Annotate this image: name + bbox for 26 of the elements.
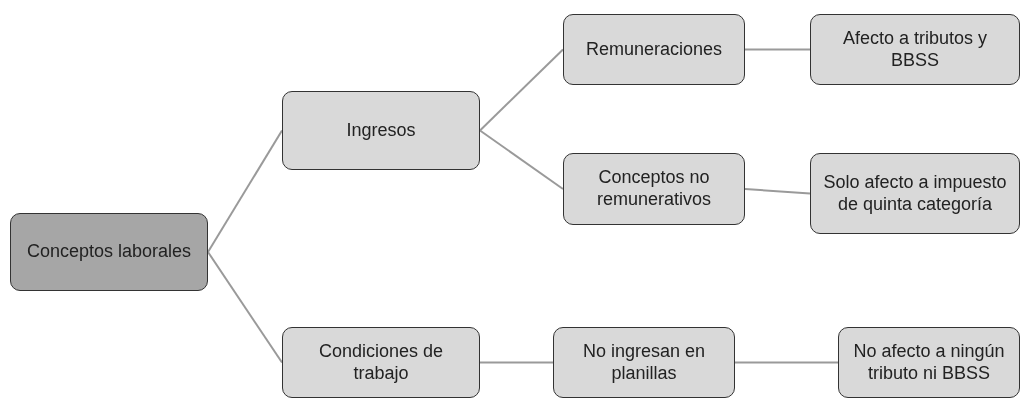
box-label: No afecto a ningún tributo ni BBSS — [852, 340, 1006, 385]
process-box — [563, 14, 745, 85]
box-label: No ingresan en planillas — [581, 340, 707, 385]
box-label: Afecto a tributos y BBSS — [841, 27, 989, 72]
box-label: Condiciones de trabajo — [317, 340, 445, 385]
process-box — [563, 153, 745, 225]
connector-line — [479, 48, 564, 132]
connector-line — [744, 48, 811, 51]
connector-line — [479, 129, 564, 190]
box-label: Solo afecto a impuesto de quinta categoría — [822, 171, 1008, 216]
process-box — [838, 327, 1020, 398]
process-box — [10, 213, 208, 291]
connector-line — [734, 361, 839, 364]
process-box — [810, 14, 1020, 85]
connector-line — [207, 129, 283, 253]
connector-line — [207, 251, 283, 364]
box-label: Conceptos no remunerativos — [595, 167, 712, 211]
box-label: Conceptos laborales — [26, 241, 192, 263]
box-label: Ingresos — [346, 119, 416, 142]
box-label: Remuneraciones — [585, 38, 723, 61]
process-box — [282, 327, 480, 398]
connector-line — [744, 188, 811, 195]
process-box — [282, 91, 480, 170]
connector-line — [479, 361, 554, 364]
process-box — [810, 153, 1020, 234]
process-box — [553, 327, 735, 398]
